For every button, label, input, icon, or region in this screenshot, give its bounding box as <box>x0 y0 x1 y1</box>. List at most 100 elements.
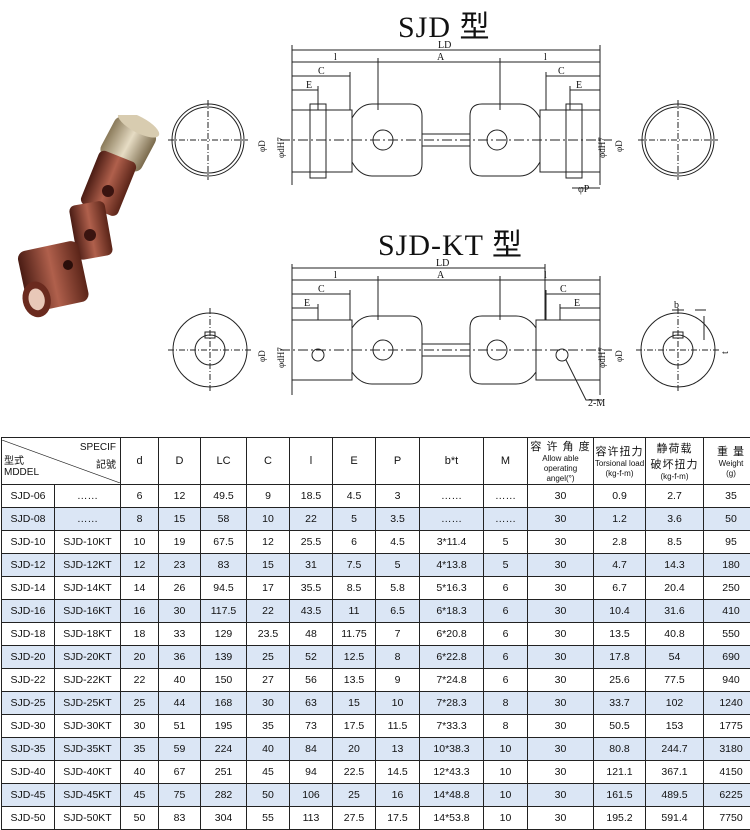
table-cell: 6 <box>484 623 528 646</box>
table-cell: 7*28.3 <box>420 692 484 715</box>
table-cell: 591.4 <box>646 807 704 830</box>
dim-c-right: C <box>558 66 565 77</box>
table-cell: 20 <box>333 738 376 761</box>
table-cell: 117.5 <box>201 600 247 623</box>
header-lc: LC <box>201 438 247 485</box>
table-cell: 10 <box>121 531 159 554</box>
table-cell: 8.5 <box>646 531 704 554</box>
header-e: E <box>333 438 376 485</box>
table-cell: …… <box>420 485 484 508</box>
table-cell: SJD-18 <box>2 623 55 646</box>
dim-e-left: E <box>306 80 312 91</box>
table-cell: 14*48.8 <box>420 784 484 807</box>
header-weight: 重 量 Weight (g) <box>704 438 750 485</box>
table-cell: 7 <box>376 623 420 646</box>
table-cell: 940 <box>704 669 750 692</box>
table-cell: SJD-10KT <box>55 531 121 554</box>
sjd-drawing: LD l A l C E C E φP φD φdH7 φdH7 φD <box>0 0 750 215</box>
table-cell: 83 <box>201 554 247 577</box>
table-cell: 17.5 <box>376 807 420 830</box>
table-cell: 50 <box>704 508 750 531</box>
table-cell: SJD-10 <box>2 531 55 554</box>
table-cell: 18.5 <box>290 485 333 508</box>
table-cell: 6 <box>484 669 528 692</box>
table-cell: 30 <box>528 485 594 508</box>
table-cell: SJD-40 <box>2 761 55 784</box>
table-cell: 3.5 <box>376 508 420 531</box>
table-cell: 95 <box>704 531 750 554</box>
table-cell: 25.6 <box>594 669 646 692</box>
table-cell: 35 <box>704 485 750 508</box>
table-cell: 113 <box>290 807 333 830</box>
table-cell: 1.2 <box>594 508 646 531</box>
table-cell: 3.6 <box>646 508 704 531</box>
table-cell: 48 <box>290 623 333 646</box>
dim-phi-dh7-right: φdH7 <box>597 137 607 158</box>
table-cell: 4.5 <box>376 531 420 554</box>
table-cell: 4.5 <box>333 485 376 508</box>
table-cell: …… <box>420 508 484 531</box>
table-cell: 84 <box>290 738 333 761</box>
table-cell: 30 <box>528 669 594 692</box>
kt-dim-b: b <box>674 300 679 311</box>
table-cell: 94 <box>290 761 333 784</box>
table-cell: 9 <box>376 669 420 692</box>
table-cell: 14.5 <box>376 761 420 784</box>
header-big-d: D <box>159 438 201 485</box>
table-cell: 30 <box>528 600 594 623</box>
table-cell: …… <box>484 508 528 531</box>
table-cell: 10 <box>484 807 528 830</box>
dim-ld: LD <box>438 40 451 51</box>
technical-drawing-area: SJD 型 SJD-KT 型 <box>0 0 750 430</box>
table-cell: 30 <box>528 738 594 761</box>
table-cell: 50 <box>121 807 159 830</box>
table-cell: 30 <box>528 623 594 646</box>
table-cell: 40 <box>159 669 201 692</box>
dim-a: A <box>437 52 445 63</box>
table-cell: 690 <box>704 646 750 669</box>
table-cell: 20.4 <box>646 577 704 600</box>
dim-phi-d-left: φD <box>257 140 267 152</box>
kt-dim-c-left: C <box>318 284 325 295</box>
table-cell: 30 <box>159 600 201 623</box>
table-cell: 8 <box>484 715 528 738</box>
table-cell: 250 <box>704 577 750 600</box>
table-cell: 59 <box>159 738 201 761</box>
table-cell: 251 <box>201 761 247 784</box>
table-cell: 30 <box>528 646 594 669</box>
table-cell: 30 <box>528 531 594 554</box>
table-cell: 15 <box>159 508 201 531</box>
table-cell: 50.5 <box>594 715 646 738</box>
kt-dim-phi-dh7-right: φdH7 <box>597 347 607 368</box>
table-cell: SJD-06 <box>2 485 55 508</box>
table-cell: 3*11.4 <box>420 531 484 554</box>
dim-c-left: C <box>318 66 325 77</box>
table-cell: 15 <box>247 554 290 577</box>
table-cell: 10 <box>376 692 420 715</box>
kt-dim-phi-d-left: φD <box>257 350 267 362</box>
table-cell: 67.5 <box>201 531 247 554</box>
table-cell: 180 <box>704 554 750 577</box>
table-cell: 23 <box>159 554 201 577</box>
table-cell: 50 <box>247 784 290 807</box>
table-cell: 40 <box>121 761 159 784</box>
table-cell: 8 <box>121 508 159 531</box>
table-cell: 35 <box>247 715 290 738</box>
table-cell: 5 <box>484 554 528 577</box>
dim-phi-dh7-left: φdH7 <box>276 137 286 158</box>
table-cell: 35.5 <box>290 577 333 600</box>
table-cell: 195 <box>201 715 247 738</box>
table-cell: 30 <box>528 807 594 830</box>
table-cell: 30 <box>528 692 594 715</box>
table-cell: 80.8 <box>594 738 646 761</box>
table-cell: 161.5 <box>594 784 646 807</box>
table-cell: 30 <box>247 692 290 715</box>
table-cell: 4150 <box>704 761 750 784</box>
